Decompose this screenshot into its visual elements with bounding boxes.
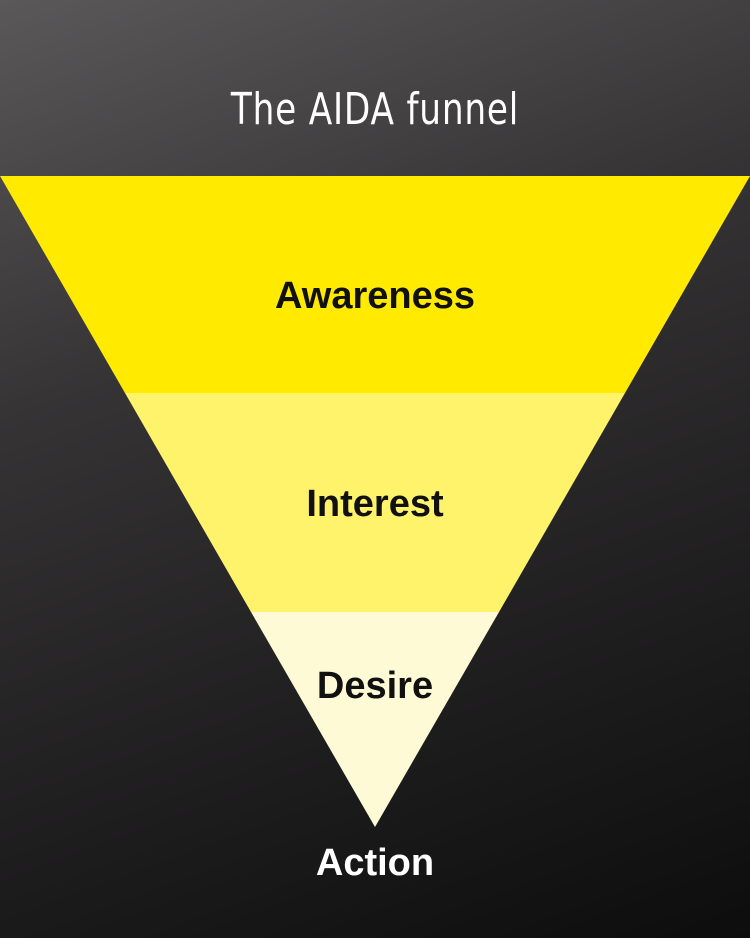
- funnel-stage-desire: [251, 612, 499, 827]
- funnel-label-awareness: Awareness: [275, 275, 475, 317]
- funnel-label-interest: Interest: [306, 483, 444, 525]
- funnel-stage-interest: [125, 393, 625, 612]
- action-label: Action: [315, 842, 435, 884]
- funnel-label-desire: Desire: [317, 665, 433, 707]
- funnel-stage-awareness: [0, 176, 750, 393]
- diagram-title: The AIDA funnel: [230, 84, 520, 135]
